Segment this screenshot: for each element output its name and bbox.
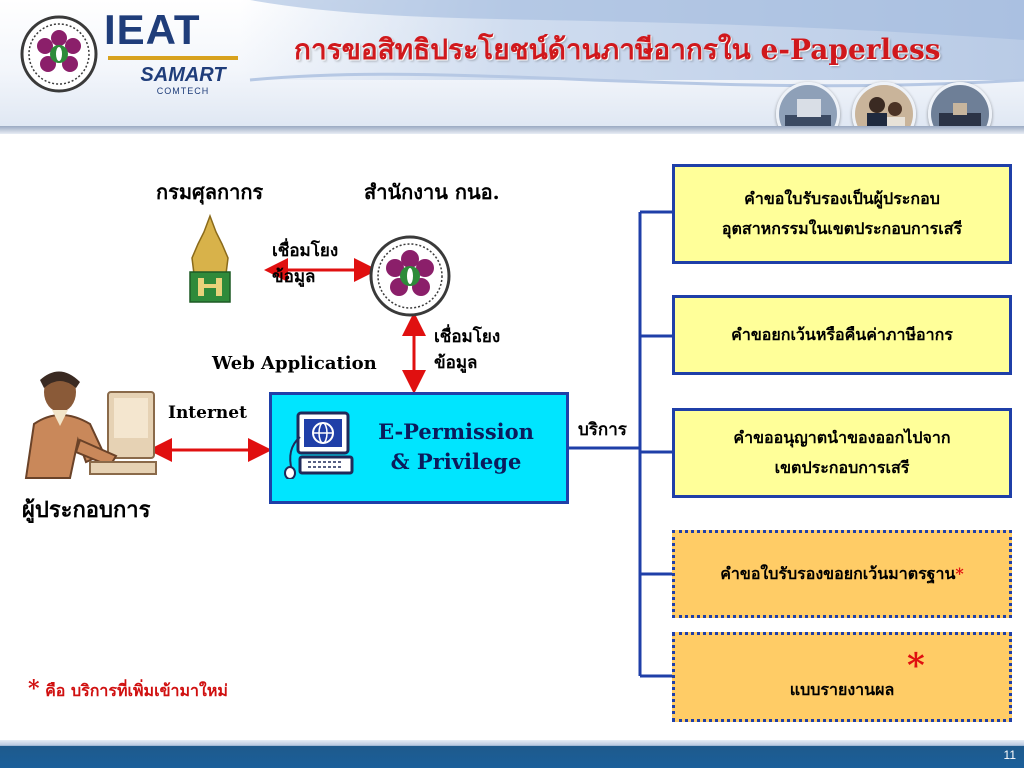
- service-box-result-report: * แบบรายงานผล: [672, 632, 1012, 722]
- service-text-line1: คำขอยกเว้นหรือคืนค่าภาษีอากร: [731, 325, 953, 344]
- operator-label: ผู้ประกอบการ: [22, 497, 151, 523]
- samart-logo-text: SAMART: [140, 64, 226, 86]
- footer-bar: [0, 740, 1024, 768]
- data-link-label-line1: เชื่อมโยง: [272, 241, 339, 261]
- new-service-star: *: [955, 564, 964, 583]
- service-tree-lines: [569, 210, 672, 678]
- service-text-line1: คำขอใบรับรองขอยกเว้นมาตรฐาน: [720, 564, 956, 583]
- page-title: การขอสิทธิประโยชน์ด้านภาษีอากรใน e-Paper…: [294, 33, 941, 66]
- service-box-operator-certificate: คำขอใบรับรองเป็นผู้ประกอบ อุตสาหกรรมในเข…: [672, 164, 1012, 264]
- internet-label: Internet: [168, 403, 247, 423]
- e-permission-system-box: E-Permission & Privilege: [269, 392, 569, 504]
- ieat-seal-logo: [18, 14, 100, 94]
- service-text-line2: อุตสาหกรรมในเขตประกอบการเสรี: [721, 219, 963, 238]
- ieat-logo-text: IEAT: [104, 6, 201, 53]
- data-link-label-vertical: เชื่อมโยง ข้อมูล: [434, 324, 500, 376]
- new-service-star: *: [907, 646, 925, 686]
- data-link-label-horizontal: เชื่อมโยง ข้อมูล: [272, 238, 338, 290]
- system-name: E-Permission & Privilege: [366, 417, 546, 477]
- business-photo-3: [928, 82, 992, 128]
- business-photo-2: [852, 82, 916, 128]
- system-name-line2: & Privilege: [390, 449, 522, 474]
- business-photo-1: [776, 82, 840, 128]
- comtech-logo-text: COMTECH: [156, 86, 210, 96]
- legend-star: *: [28, 676, 40, 702]
- service-text-line1: แบบรายงานผล: [789, 680, 895, 699]
- data-link-label-line2: ข้อมูล: [434, 353, 478, 373]
- service-text-line2: เขตประกอบการเสรี: [774, 458, 910, 477]
- service-label: บริการ: [578, 420, 627, 440]
- data-link-label-line2: ข้อมูล: [272, 267, 316, 287]
- web-application-label: Web Application: [212, 353, 377, 374]
- ieat-office-seal-icon: [368, 234, 452, 318]
- connector-layer: [148, 210, 672, 678]
- ieat-logo-bar: [108, 56, 238, 60]
- service-box-standard-exemption-certificate: คำขอใบรับรองขอยกเว้นมาตรฐาน*: [672, 530, 1012, 618]
- header: IEAT SAMART COMTECH การขอสิทธิประโยชน์ด้…: [0, 0, 1024, 128]
- service-text-line1: คำขออนุญาตนำของออกไปจาก: [733, 428, 951, 447]
- service-box-export-permit: คำขออนุญาตนำของออกไปจาก เขตประกอบการเสรี: [672, 408, 1012, 498]
- service-text-line1: คำขอใบรับรองเป็นผู้ประกอบ: [744, 189, 940, 208]
- customs-emblem-icon: [182, 213, 238, 306]
- page-number: 11: [1003, 748, 1016, 762]
- system-name-line1: E-Permission: [378, 419, 534, 444]
- data-link-label-line1: เชื่อมโยง: [434, 327, 501, 347]
- legend-text: คือ บริการที่เพิ่มเข้ามาใหม่: [45, 681, 228, 700]
- legend: * คือ บริการที่เพิ่มเข้ามาใหม่: [28, 676, 228, 704]
- customs-department-label: กรมศุลกากร: [156, 180, 264, 204]
- ieat-office-label: สำนักงาน กนอ.: [364, 180, 500, 204]
- computer-globe-icon: [282, 409, 358, 483]
- header-divider: [0, 126, 1024, 134]
- operator-at-computer-icon: [20, 366, 160, 486]
- service-box-tax-exemption: คำขอยกเว้นหรือคืนค่าภาษีอากร: [672, 295, 1012, 375]
